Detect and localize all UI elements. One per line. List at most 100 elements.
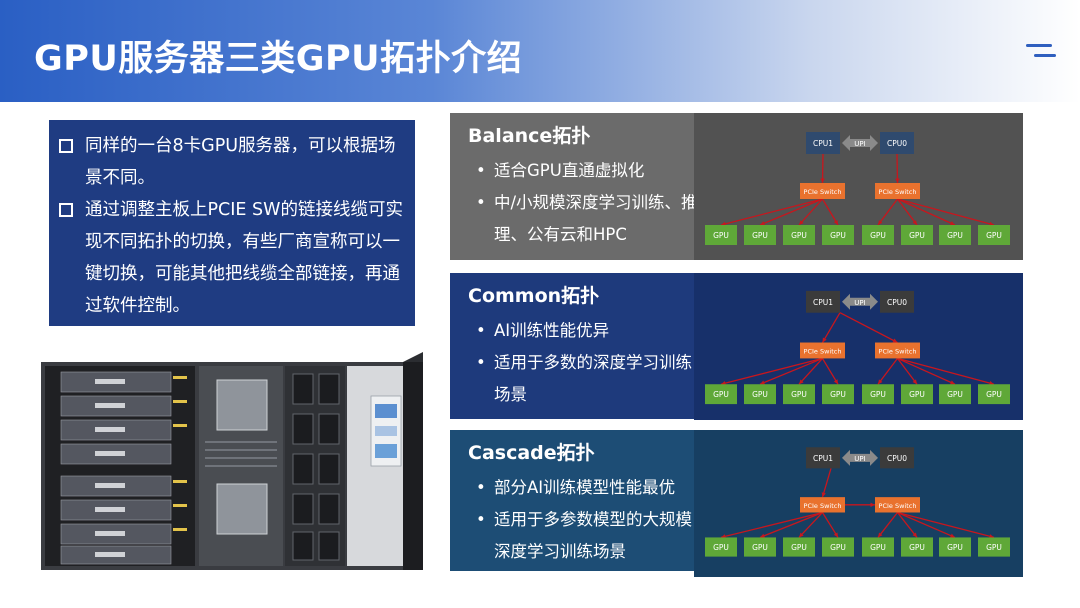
gpu-box xyxy=(705,384,737,405)
gpu-box-label: GPU xyxy=(830,231,846,240)
gpu-box-label: GPU xyxy=(870,390,886,399)
gpu-box-label: GPU xyxy=(791,390,807,399)
cpu1-box-label: CPU1 xyxy=(813,139,833,148)
server-photo xyxy=(41,352,423,570)
gpu-box-label: GPU xyxy=(986,543,1002,552)
gpu-box-label: GPU xyxy=(752,390,768,399)
description-item: 通过调整主板上PCIE SW的链接线缆可实现不同拓扑的切换，有些厂商宣称可以一键… xyxy=(59,194,405,322)
dot-bullet-icon: • xyxy=(476,161,486,180)
gpu-link xyxy=(877,512,899,538)
gpu-box-label: GPU xyxy=(752,231,768,240)
gpu-box xyxy=(862,384,894,405)
cpu0-box xyxy=(880,290,914,313)
gpu-box-label: GPU xyxy=(713,231,729,240)
gpu-link xyxy=(897,511,956,539)
cascade-panel: Cascade拓扑 • 部分AI训练模型性能最优 • 适用于多参数模型的大规模深度学… xyxy=(450,430,1023,577)
gpu-link-arrowhead xyxy=(799,532,804,538)
gpu-link-arrowhead xyxy=(878,379,883,385)
gpu-box-label: GPU xyxy=(947,543,963,552)
upi-arrow-icon xyxy=(842,449,878,466)
list-item: • 部分AI训练模型性能最优 xyxy=(476,472,706,504)
balance-bullets: • 适合GPU直通虚拟化 • 中/小规模深度学习训练、推理、公有云和HPC xyxy=(476,155,706,251)
gpu-box xyxy=(783,225,815,245)
cpu0-box xyxy=(880,447,914,469)
dot-bullet-icon: • xyxy=(476,478,486,497)
list-item: • 适合GPU直通虚拟化 xyxy=(476,155,706,187)
gpu-link-arrowhead xyxy=(912,220,917,225)
page-title: GPU服务器三类GPU拓扑介绍 xyxy=(34,39,523,79)
cpu-switch-link-arrowhead xyxy=(895,178,900,183)
cpu1-box-label: CPU1 xyxy=(813,454,833,463)
gpu-box-label: GPU xyxy=(870,543,886,552)
gpu-box xyxy=(901,384,933,405)
gpu-link xyxy=(759,357,823,385)
pcie-switch-box-label: PCIe Switch xyxy=(804,502,842,510)
cpu-switch-link-arrowhead xyxy=(820,178,825,183)
gpu-link-arrowhead xyxy=(833,379,838,385)
dot-bullet-icon: • xyxy=(476,353,486,372)
gpu-box xyxy=(862,225,894,245)
cpu-switch-link-arrowhead xyxy=(892,338,898,343)
bullet-text: AI训练性能优异 xyxy=(494,321,610,340)
cpu0-box-label: CPU0 xyxy=(887,139,907,148)
bullet-text: 适合GPU直通虚拟化 xyxy=(494,161,645,180)
gpu-box xyxy=(862,537,894,557)
gpu-box xyxy=(978,537,1010,557)
pcie-switch-box xyxy=(875,342,920,359)
bullet-text: 中/小规模深度学习训练、推理、公有云和HPC xyxy=(494,193,698,244)
dot-bullet-icon: • xyxy=(476,193,486,212)
upi-label: UPI xyxy=(854,140,865,148)
gpu-box xyxy=(783,537,815,557)
gpu-link xyxy=(897,511,995,539)
pcie-switch-box xyxy=(875,497,920,513)
square-bullet-icon xyxy=(59,139,73,153)
gpu-link-arrowhead xyxy=(721,221,726,226)
gpu-link-arrowhead xyxy=(950,380,955,385)
gpu-box xyxy=(744,537,776,557)
gpu-box xyxy=(978,384,1010,405)
gpu-box-label: GPU xyxy=(830,390,846,399)
gpu-box xyxy=(744,225,776,245)
gpu-box xyxy=(822,537,854,557)
bullet-text: 适用于多参数模型的大规模深度学习训练场景 xyxy=(494,510,692,561)
gpu-link-arrowhead xyxy=(833,220,838,225)
gpu-box-label: GPU xyxy=(947,231,963,240)
gpu-link xyxy=(720,357,823,385)
gpu-box-label: GPU xyxy=(713,543,729,552)
gpu-link xyxy=(720,198,823,226)
gpu-link-arrowhead xyxy=(878,532,883,538)
gpu-box xyxy=(744,384,776,405)
gpu-link xyxy=(720,511,823,539)
cascade-title: Cascade拓扑 xyxy=(468,442,595,464)
upi-label: UPI xyxy=(854,299,865,307)
upi-arrow-icon xyxy=(842,293,878,310)
gpu-link-arrowhead xyxy=(989,380,994,386)
gpu-link xyxy=(798,512,823,538)
pcie-switch-box xyxy=(800,183,845,199)
gpu-link xyxy=(897,357,995,385)
cpu1-box-label: CPU1 xyxy=(813,298,833,307)
gpu-link xyxy=(798,357,823,385)
gpu-link-arrowhead xyxy=(989,221,994,226)
common-title: Common拓扑 xyxy=(468,285,600,307)
cpu-switch-link xyxy=(821,312,841,343)
bullet-text: 部分AI训练模型性能最优 xyxy=(494,478,676,497)
gpu-link-arrowhead xyxy=(912,379,917,385)
gpu-link-arrowhead xyxy=(760,380,765,385)
gpu-link xyxy=(759,198,823,226)
pcie-switch-box xyxy=(800,342,845,359)
description-text: 同样的一台8卡GPU服务器，可以根据场景不同。 xyxy=(85,136,396,188)
gpu-link xyxy=(897,198,956,226)
gpu-link xyxy=(821,198,839,226)
gpu-box-label: GPU xyxy=(909,543,925,552)
menu-icon[interactable] xyxy=(1026,44,1056,62)
description-item: 同样的一台8卡GPU服务器，可以根据场景不同。 xyxy=(59,130,405,194)
gpu-box xyxy=(901,537,933,557)
cpu-switch-link-arrowhead xyxy=(821,492,826,498)
gpu-box xyxy=(939,384,971,405)
description-text: 通过调整主板上PCIE SW的链接线缆可实现不同拓扑的切换，有些厂商宣称可以一键… xyxy=(85,200,403,316)
gpu-link xyxy=(877,358,899,385)
